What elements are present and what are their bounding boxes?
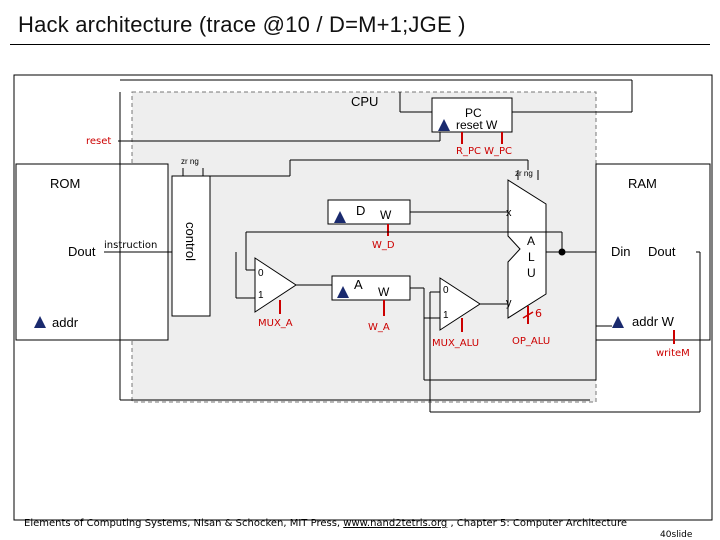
ram-din-label: Din: [611, 244, 631, 259]
alu-y-label: y: [506, 297, 512, 309]
a-w-label: W: [378, 285, 390, 299]
reset-label: reset: [86, 136, 111, 147]
alu-label-u: U: [527, 266, 536, 280]
flags-left-label: zr ng: [181, 157, 199, 166]
control-label: control: [183, 222, 198, 261]
footer-text-after: , Chapter 5: Computer Architecture: [447, 518, 627, 529]
slide-title: Hack architecture (trace @10 / D=M+1;JGE…: [18, 12, 466, 37]
ram-addr-w-label: addr W: [632, 314, 675, 329]
a-label: A: [354, 277, 363, 292]
ram-block: [595, 163, 711, 341]
mux-a-label: MUX_A: [258, 318, 293, 329]
mux-a-in1: 1: [258, 290, 264, 301]
footer-link[interactable]: www.nand2tetris.org: [343, 518, 448, 529]
pc-clock-icon: [438, 119, 450, 131]
footer-text-before: Elements of Computing Systems, Nisan & S…: [24, 518, 344, 529]
pc-reset-w-label: reset W: [456, 118, 498, 132]
mux-alu-in1: 1: [443, 310, 449, 321]
alu-label-a: A: [527, 234, 535, 248]
slide-number: 40slide: [660, 530, 693, 540]
write-m-label: writeM: [656, 348, 690, 359]
outer-frame: [13, 74, 713, 521]
mux-alu-in0: 0: [443, 285, 449, 296]
alu-x-label: x: [506, 207, 512, 219]
ram-clock-icon: [612, 316, 624, 328]
mux-alu: [439, 277, 481, 331]
pc-control-label: R_PC W_PC: [456, 146, 512, 157]
rom-addr-label: addr: [52, 315, 79, 330]
alu-op-label: OP_ALU: [512, 336, 550, 347]
mux-a: [254, 257, 297, 313]
control-unit: [171, 175, 211, 317]
pc-label: PC: [465, 106, 482, 120]
rom-clock-icon: [34, 316, 46, 328]
flags-right-label: zr ng: [515, 169, 533, 178]
mux-alu-label: MUX_ALU: [432, 338, 479, 349]
a-clock-icon: [337, 286, 349, 298]
d-clock-icon: [334, 211, 346, 223]
rom-dout-label: Dout: [68, 244, 96, 259]
w-d-label: W_D: [372, 240, 395, 251]
instruction-label: instruction: [104, 240, 157, 251]
w-a-label: W_A: [368, 322, 390, 333]
d-label: D: [356, 203, 365, 218]
junction-dot: [558, 248, 566, 256]
alu: [507, 179, 547, 319]
d-w-label: W: [380, 208, 392, 222]
title-underline: [10, 44, 710, 45]
rom-label: ROM: [50, 176, 80, 191]
alu-op-value: 6: [535, 307, 542, 320]
mux-a-in0: 0: [258, 268, 264, 279]
alu-label-l: L: [528, 250, 535, 264]
ram-dout-label: Dout: [648, 244, 676, 259]
cpu-label: CPU: [351, 94, 378, 109]
footer-citation: Elements of Computing Systems, Nisan & S…: [24, 518, 627, 529]
ram-label: RAM: [628, 176, 657, 191]
